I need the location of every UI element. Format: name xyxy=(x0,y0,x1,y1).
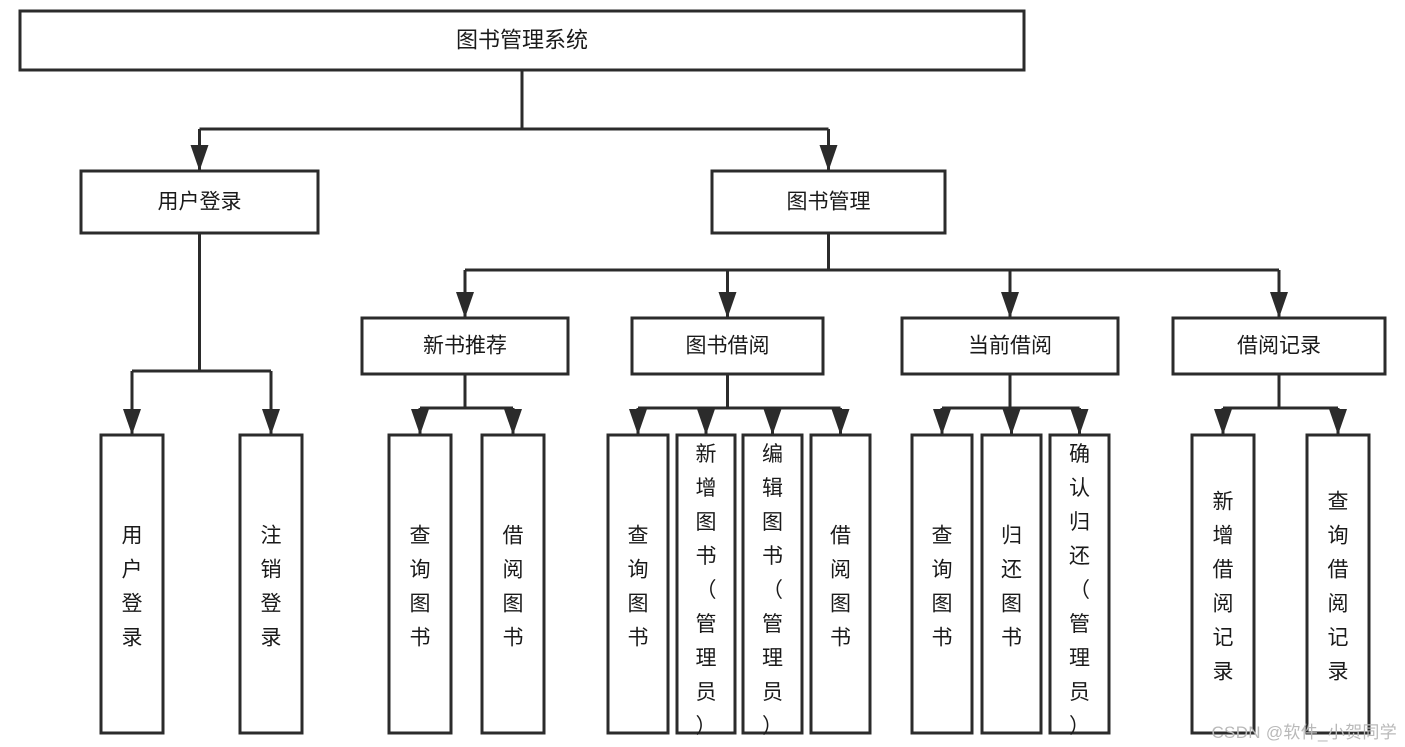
node-leaf-edit-book[interactable]: 编辑图书（管理员） xyxy=(741,433,804,738)
arrow-head-icon xyxy=(629,409,647,435)
node-leaf-borrow-book-2[interactable]: 借阅图书 xyxy=(809,433,872,735)
node-user-login[interactable]: 用户登录 xyxy=(79,169,320,235)
node-leaf-confirm-return[interactable]: 确认归还（管理员） xyxy=(1048,433,1111,738)
node-label-leaf-query-book-3: 查询图书 xyxy=(932,525,953,650)
node-rect-new-book-recommend xyxy=(360,316,570,376)
arrow-head-icon xyxy=(831,409,850,435)
node-current-borrow[interactable]: 当前借阅 xyxy=(900,316,1120,376)
node-new-book-recommend[interactable]: 新书推荐 xyxy=(360,316,570,376)
node-rect-leaf-edit-book xyxy=(741,433,804,735)
arrow-head-icon xyxy=(697,409,715,435)
node-book-borrow[interactable]: 图书借阅 xyxy=(630,316,825,376)
node-label-leaf-query-book-2: 查询图书 xyxy=(628,525,649,650)
connector-lines xyxy=(123,70,1347,435)
node-leaf-borrow-book-1[interactable]: 借阅图书 xyxy=(480,433,546,735)
node-label-book-manage: 图书管理 xyxy=(787,191,871,214)
node-rect-leaf-query-book-2 xyxy=(606,433,670,735)
node-label-borrow-records: 借阅记录 xyxy=(1237,335,1321,358)
node-book-manage[interactable]: 图书管理 xyxy=(710,169,947,235)
node-label-leaf-query-book-1: 查询图书 xyxy=(410,525,431,650)
node-label-leaf-borrow-book-1: 借阅图书 xyxy=(503,525,524,650)
node-leaf-add-record[interactable]: 新增借阅记录 xyxy=(1190,433,1256,735)
node-label-leaf-edit-book: 编辑图书（管理员） xyxy=(762,443,783,738)
node-label-new-book-recommend: 新书推荐 xyxy=(423,335,507,358)
node-boxes: 图书管理系统用户登录图书管理新书推荐图书借阅当前借阅借阅记录用户登录注销登录查询… xyxy=(18,9,1387,738)
node-rect-leaf-return-book xyxy=(980,433,1043,735)
node-rect-leaf-borrow-book-2 xyxy=(809,433,872,735)
arrow-head-icon xyxy=(819,145,838,171)
node-label-leaf-query-record: 查询借阅记录 xyxy=(1328,491,1349,684)
node-rect-leaf-query-book-3 xyxy=(910,433,974,735)
arrow-head-icon xyxy=(262,409,280,435)
arrow-head-icon xyxy=(1329,409,1347,435)
node-leaf-user-logout[interactable]: 注销登录 xyxy=(238,433,304,735)
arrow-head-icon xyxy=(504,409,522,435)
arrow-head-icon xyxy=(123,409,141,435)
node-leaf-query-book-3[interactable]: 查询图书 xyxy=(910,433,974,735)
node-borrow-records[interactable]: 借阅记录 xyxy=(1171,316,1387,376)
node-leaf-query-book-1[interactable]: 查询图书 xyxy=(387,433,453,735)
node-label-leaf-user-logout: 注销登录 xyxy=(261,525,282,650)
node-rect-leaf-add-record xyxy=(1190,433,1256,735)
arrow-head-icon xyxy=(1214,409,1232,435)
node-rect-user-login xyxy=(79,169,320,235)
node-label-book-borrow: 图书借阅 xyxy=(686,335,770,358)
node-leaf-user-login[interactable]: 用户登录 xyxy=(99,433,165,735)
node-leaf-add-book[interactable]: 新增图书（管理员） xyxy=(675,433,737,738)
arrow-head-icon xyxy=(456,292,474,318)
node-rect-leaf-add-book xyxy=(675,433,737,735)
arrow-head-icon xyxy=(1270,292,1288,318)
node-root[interactable]: 图书管理系统 xyxy=(18,9,1026,72)
node-label-leaf-user-login: 用户登录 xyxy=(122,525,143,650)
node-label-leaf-borrow-book-2: 借阅图书 xyxy=(830,525,851,650)
node-label-leaf-add-record: 新增借阅记录 xyxy=(1213,491,1234,684)
arrow-head-icon xyxy=(1001,292,1019,318)
node-leaf-query-record[interactable]: 查询借阅记录 xyxy=(1305,433,1371,735)
node-rect-leaf-user-login xyxy=(99,433,165,735)
node-rect-book-borrow xyxy=(630,316,825,376)
arrow-head-icon xyxy=(1070,409,1089,435)
node-rect-current-borrow xyxy=(900,316,1120,376)
node-rect-root xyxy=(18,9,1026,72)
arrow-head-icon xyxy=(763,409,782,435)
node-rect-leaf-query-book-1 xyxy=(387,433,453,735)
arrow-head-icon xyxy=(718,292,737,318)
node-rect-borrow-records xyxy=(1171,316,1387,376)
arrow-head-icon xyxy=(190,145,209,171)
node-rect-leaf-query-record xyxy=(1305,433,1371,735)
node-label-leaf-return-book: 归还图书 xyxy=(1001,525,1022,650)
arrow-head-icon xyxy=(1002,409,1021,435)
node-label-root: 图书管理系统 xyxy=(456,27,588,52)
node-label-leaf-confirm-return: 确认归还（管理员） xyxy=(1069,443,1090,738)
node-rect-leaf-confirm-return xyxy=(1048,433,1111,735)
node-label-user-login: 用户登录 xyxy=(158,191,242,214)
node-leaf-query-book-2[interactable]: 查询图书 xyxy=(606,433,670,735)
node-rect-book-manage xyxy=(710,169,947,235)
node-rect-leaf-user-logout xyxy=(238,433,304,735)
node-label-leaf-add-book: 新增图书（管理员） xyxy=(696,443,717,738)
csdn-watermark: CSDN @软件_小贺同学 xyxy=(1211,723,1397,742)
node-leaf-return-book[interactable]: 归还图书 xyxy=(980,433,1043,735)
node-label-current-borrow: 当前借阅 xyxy=(968,335,1052,358)
arrow-head-icon xyxy=(411,409,429,435)
node-rect-leaf-borrow-book-1 xyxy=(480,433,546,735)
arrow-head-icon xyxy=(933,409,951,435)
